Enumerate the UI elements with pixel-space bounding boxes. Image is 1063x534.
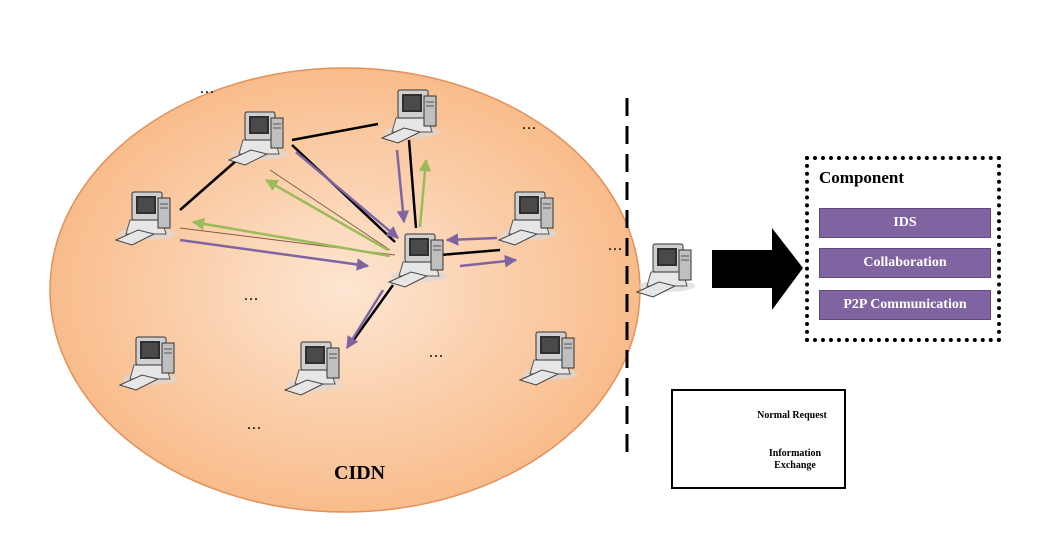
cidn-network-area xyxy=(49,67,641,513)
component-item-p2p-communication: P2P Communication xyxy=(819,290,991,320)
legend-normal-request-label: Normal Request xyxy=(757,410,827,421)
more-nodes-ellipsis: ... xyxy=(608,237,623,254)
information-exchange-arrow xyxy=(445,233,498,246)
information-exchange-arrow xyxy=(295,151,399,239)
normal-request-arrow xyxy=(191,217,391,258)
component-item-ids: IDS xyxy=(819,208,991,238)
information-exchange-arrow xyxy=(345,289,385,350)
legend: Normal Request Information Exchange xyxy=(671,389,846,489)
more-nodes-ellipsis: ... xyxy=(429,344,444,361)
arrow-right-icon xyxy=(712,228,803,310)
normal-request-arrow xyxy=(418,158,432,228)
more-nodes-ellipsis: ... xyxy=(522,116,537,133)
information-exchange-arrow xyxy=(179,238,370,271)
normal-request-arrows xyxy=(191,158,432,258)
cidn-label: CIDN xyxy=(334,462,386,484)
more-nodes-ellipsis: ... xyxy=(247,416,262,433)
more-nodes-ellipsis: ... xyxy=(200,80,215,97)
computer-icon xyxy=(636,243,696,298)
legend-information-exchange-label: Information Exchange xyxy=(768,448,822,471)
normal-request-arrow xyxy=(264,178,389,252)
more-nodes-ellipsis: ... xyxy=(244,287,259,304)
information-exchange-arrows xyxy=(179,149,518,350)
information-exchange-arrow xyxy=(395,149,410,224)
component-title: Component xyxy=(819,168,905,187)
component-item-collaboration: Collaboration xyxy=(819,248,991,278)
component-box: Component IDS Collaboration P2P Communic… xyxy=(805,156,1001,342)
information-exchange-arrow xyxy=(459,254,518,268)
